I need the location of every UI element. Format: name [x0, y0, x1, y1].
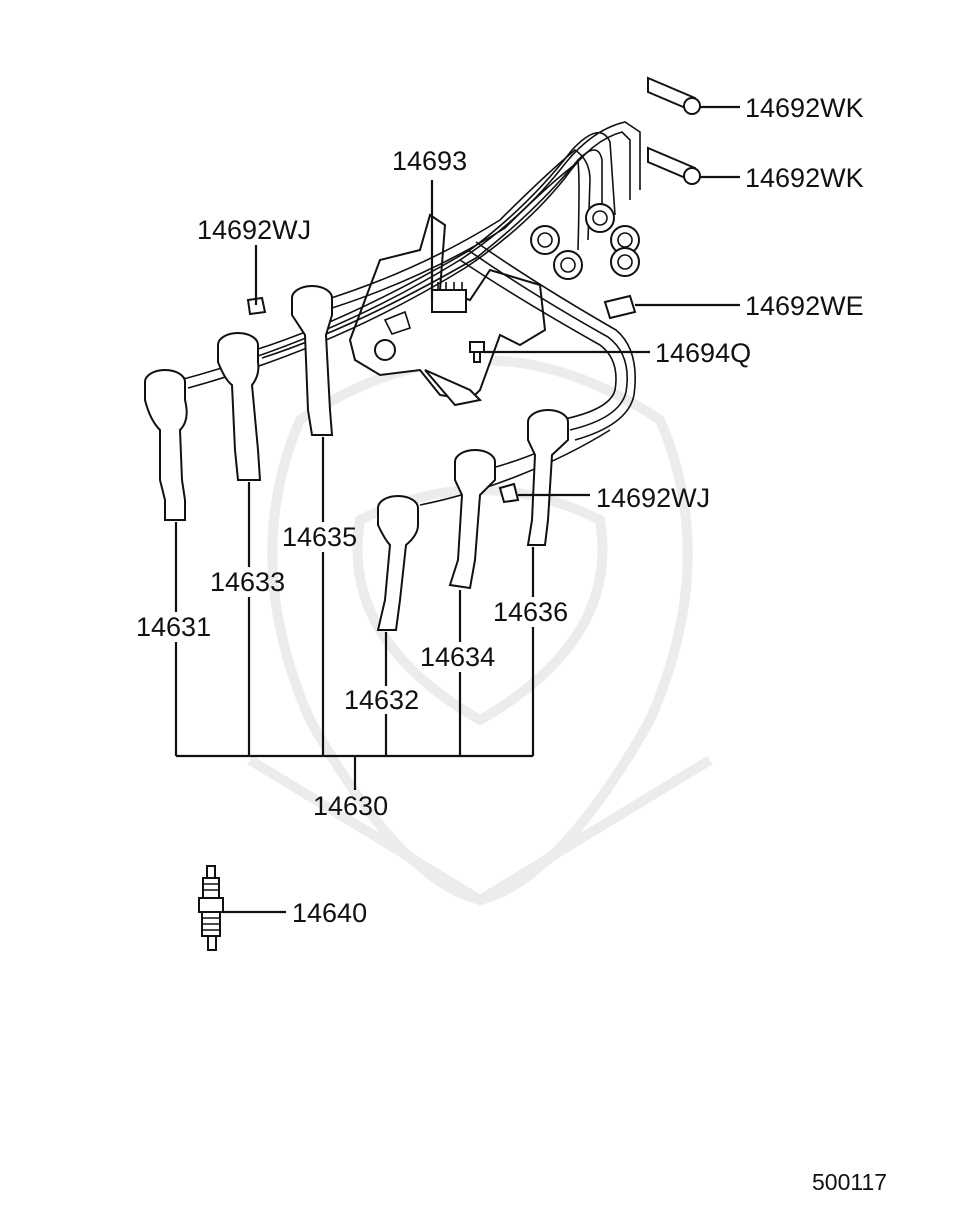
coil-end-boots	[530, 203, 640, 280]
label-14634: 14634	[420, 642, 496, 672]
cable-14636	[526, 409, 569, 546]
label-14640: 14640	[292, 898, 368, 928]
leader-lines	[174, 105, 740, 914]
label-14692wj-right: 14692WJ	[596, 483, 711, 513]
cable-14632	[376, 495, 419, 631]
label-14693: 14693	[392, 146, 468, 176]
cable-14634	[448, 449, 496, 590]
cable-14633	[217, 332, 262, 481]
label-14694q: 14694Q	[655, 338, 752, 368]
label-14630: 14630	[313, 791, 389, 821]
label-14631: 14631	[136, 612, 212, 642]
clip-14692we	[603, 294, 637, 320]
diagram-code: 500117	[812, 1169, 888, 1195]
clip-14692wj-left	[246, 296, 267, 316]
spark-plug-14640	[198, 865, 224, 951]
label-14633: 14633	[210, 567, 286, 597]
wire-bundle	[179, 121, 641, 506]
label-14692wj-left: 14692WJ	[197, 215, 312, 245]
cable-14631	[144, 369, 188, 521]
label-14635: 14635	[282, 522, 358, 552]
label-14692wk-top: 14692WK	[745, 93, 864, 123]
clip-14692wk-top	[647, 76, 701, 115]
coil-bracket-assembly	[348, 213, 547, 407]
label-14692wk-mid: 14692WK	[745, 163, 864, 193]
bolt-14694q	[469, 341, 485, 363]
cable-14635	[291, 285, 334, 436]
label-14692we: 14692WE	[745, 291, 864, 321]
label-14632: 14632	[344, 685, 420, 715]
label-14636: 14636	[493, 597, 569, 627]
clip-14692wk-mid	[647, 146, 701, 185]
clip-14692wj-right	[498, 482, 520, 504]
